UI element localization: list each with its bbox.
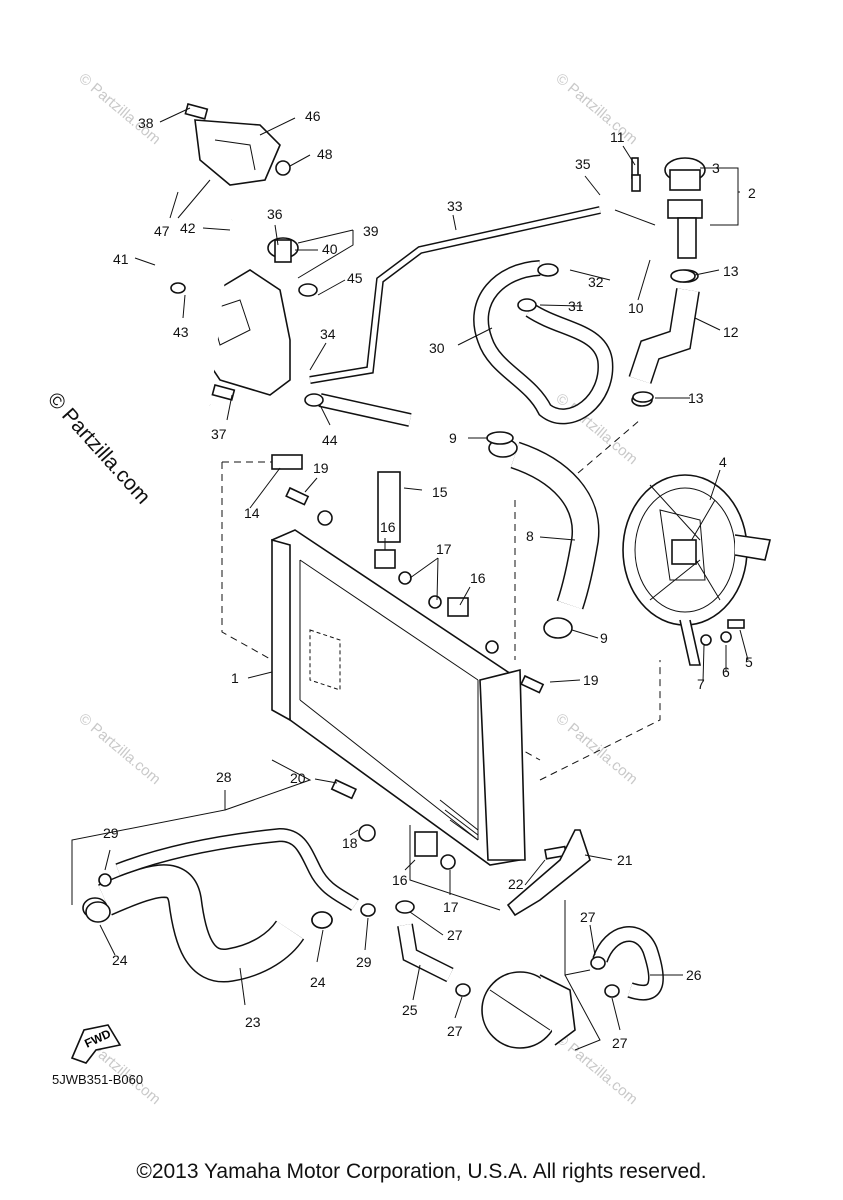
small-parts xyxy=(184,103,745,870)
callout-24a: 24 xyxy=(112,952,128,968)
callout-15: 15 xyxy=(432,484,448,500)
callout-25: 25 xyxy=(402,1002,418,1018)
diagram-code: 5JWB351-B060 xyxy=(52,1072,144,1087)
callout-16b: 16 xyxy=(470,570,486,586)
callout-14: 14 xyxy=(244,505,260,521)
fan-assembly xyxy=(622,474,771,666)
hose-30 xyxy=(473,260,614,425)
watermark: © Partzilla.com xyxy=(552,70,640,148)
copyright-notice: ©2013 Yamaha Motor Corporation, U.S.A. A… xyxy=(136,1160,707,1183)
callout-33: 33 xyxy=(447,198,463,214)
callout-11: 11 xyxy=(610,129,625,145)
callout-42: 42 xyxy=(180,220,196,236)
callout-2: 2 xyxy=(748,185,756,201)
callout-19a: 19 xyxy=(313,460,329,476)
hose-8 xyxy=(488,438,600,639)
callout-39: 39 xyxy=(363,223,379,239)
callout-27a: 27 xyxy=(447,927,463,943)
callout-16a: 16 xyxy=(380,519,396,535)
callout-13b: 13 xyxy=(688,390,704,406)
callout-4: 4 xyxy=(719,454,727,470)
callout-16c: 16 xyxy=(392,872,408,888)
callout-3: 3 xyxy=(712,160,720,176)
callout-47: 47 xyxy=(154,223,170,239)
tank-hoses xyxy=(151,206,601,427)
callout-27c: 27 xyxy=(447,1023,463,1039)
callout-44: 44 xyxy=(322,432,338,448)
callout-43: 43 xyxy=(173,324,189,340)
callout-32: 32 xyxy=(588,274,604,290)
callout-6: 6 xyxy=(722,664,730,680)
filler-neck xyxy=(631,157,706,259)
callout-27d: 27 xyxy=(612,1035,628,1051)
radiator xyxy=(271,510,526,866)
callout-36: 36 xyxy=(267,206,283,222)
callout-18: 18 xyxy=(342,835,358,851)
callout-17a: 17 xyxy=(436,541,452,557)
callout-22: 22 xyxy=(508,876,524,892)
callout-37: 37 xyxy=(211,426,227,442)
lower-hoses xyxy=(82,827,359,983)
callout-20: 20 xyxy=(290,770,306,786)
callout-9b: 9 xyxy=(600,630,608,646)
callout-38: 38 xyxy=(138,115,154,131)
water-pump xyxy=(397,923,664,1049)
callout-48: 48 xyxy=(317,146,333,162)
callout-26: 26 xyxy=(686,967,702,983)
callout-35: 35 xyxy=(575,156,591,172)
callout-1: 1 xyxy=(231,670,239,686)
callout-8: 8 xyxy=(526,528,534,544)
callout-29a: 29 xyxy=(103,825,119,841)
callout-24b: 24 xyxy=(310,974,326,990)
fwd-arrow-icon: FWD xyxy=(70,1024,122,1064)
callout-31: 31 xyxy=(568,298,584,314)
reservoir-tank xyxy=(194,119,299,396)
callout-23: 23 xyxy=(245,1014,261,1030)
callout-27b: 27 xyxy=(580,909,596,925)
callout-29b: 29 xyxy=(356,954,372,970)
watermark: © Partzilla.com xyxy=(552,710,640,788)
hose-12 xyxy=(628,269,700,407)
clamps xyxy=(85,263,696,998)
callout-45: 45 xyxy=(347,270,363,286)
callout-5: 5 xyxy=(745,654,753,670)
callout-34: 34 xyxy=(320,326,336,342)
callout-9a: 9 xyxy=(449,430,457,446)
bracket-21 xyxy=(506,829,591,917)
callout-10: 10 xyxy=(628,300,644,316)
callout-40: 40 xyxy=(322,241,338,257)
callout-17b: 17 xyxy=(443,899,459,915)
callout-labels: 1 2 3 4 5 6 7 8 9 9 10 11 12 13 13 14 15… xyxy=(103,108,756,1051)
watermark: © Partzilla.com xyxy=(75,710,163,788)
callout-21: 21 xyxy=(617,852,633,868)
callout-7: 7 xyxy=(697,676,705,692)
callout-19b: 19 xyxy=(583,672,599,688)
callout-30: 30 xyxy=(429,340,445,356)
watermark: © Partzilla.com xyxy=(75,70,163,148)
callout-46: 46 xyxy=(305,108,321,124)
callout-13a: 13 xyxy=(723,263,739,279)
callout-12: 12 xyxy=(723,324,739,340)
leader-lines xyxy=(71,107,749,1051)
callout-41: 41 xyxy=(113,251,129,267)
callout-28: 28 xyxy=(216,769,232,785)
